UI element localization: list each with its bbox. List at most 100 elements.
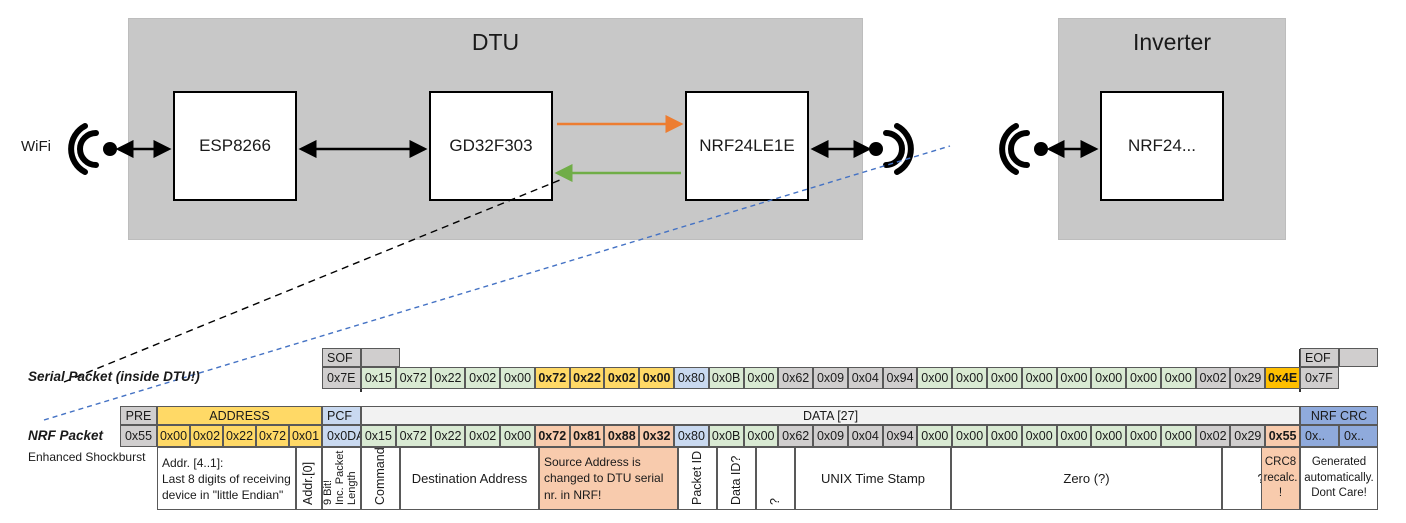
nrf-packet-label: NRF Packet — [28, 428, 104, 443]
nrf-byte-22: 0x00 — [1126, 425, 1161, 447]
serial-byte-14: 0x04 — [847, 367, 883, 389]
nrf-byte-10: 0x0B — [708, 425, 744, 447]
chip-esp8266[interactable]: ESP8266 — [173, 91, 297, 201]
serial-byte-7: 0x02 — [604, 367, 640, 389]
wifi-antenna-dot — [103, 142, 117, 156]
nrf-address-byte-1: 0x02 — [190, 425, 223, 447]
nrf-byte-25: 0x29 — [1230, 425, 1266, 447]
desc-command: Command — [361, 447, 400, 510]
nrf-byte-6: 0x81 — [569, 425, 605, 447]
serial-sof-header: SOF — [322, 348, 361, 367]
inverter-title: Inverter — [1133, 29, 1211, 55]
desc-address-note-line3: device in "little Endian" — [162, 488, 284, 503]
dtu-antenna-dot — [869, 142, 883, 156]
nrf-byte-15: 0x94 — [882, 425, 918, 447]
nrf-byte-18: 0x00 — [987, 425, 1022, 447]
desc-source-note-line3: nr. in NRF! — [544, 487, 602, 502]
desc-pcf-note-c: Length — [346, 471, 358, 505]
desc-command-label: Command — [373, 447, 387, 505]
serial-byte-1: 0x72 — [395, 367, 431, 389]
desc-crc8-a: CRC8 — [1264, 456, 1297, 469]
enhanced-shockburst-label: Enhanced Shockburst — [28, 450, 146, 464]
nrf-byte-9: 0x80 — [674, 425, 709, 447]
desc-nrf-crc-b: automatically. — [1304, 471, 1374, 484]
wifi-label: WiFi — [21, 138, 51, 155]
nrf-address-byte-0: 0x00 — [157, 425, 190, 447]
nrf-byte-8: 0x32 — [639, 425, 674, 447]
inverter-antenna-dot — [1034, 142, 1048, 156]
desc-address-note-line2: Last 8 digits of receiving — [162, 471, 291, 486]
serial-eof-header-pad — [1339, 348, 1378, 367]
desc-nrf-crc-note: Generated automatically. Dont Care! — [1300, 447, 1378, 510]
nrf-crc-header: NRF CRC — [1300, 406, 1378, 425]
chip-nrf24-label: NRF24... — [1127, 136, 1197, 155]
serial-byte-10: 0x0B — [708, 367, 744, 389]
desc-zero: Zero (?) — [951, 447, 1222, 510]
desc-unknown-1-label: ? — [768, 498, 782, 505]
nrf-byte-19: 0x00 — [1021, 425, 1057, 447]
nrf-address-byte-2: 0x22 — [223, 425, 256, 447]
desc-unix-time-stamp: UNIX Time Stamp — [795, 447, 951, 510]
serial-sof-header-pad — [361, 348, 400, 367]
desc-address-note-line1: Addr. [4..1]: — [162, 455, 224, 470]
nrf-pcf-header: PCF — [322, 406, 361, 425]
serial-byte-24: 0x02 — [1195, 367, 1231, 389]
serial-sof-value: 0x7E — [322, 367, 361, 389]
nrf-byte-14: 0x04 — [847, 425, 883, 447]
chip-nrf24le1e[interactable]: NRF24LE1E — [685, 91, 809, 201]
wifi-antenna-icon — [68, 123, 99, 175]
serial-packet-label: Serial Packet (inside DTU!) — [28, 369, 200, 384]
dtu-title: DTU — [471, 29, 520, 55]
nrf-byte-16: 0x00 — [917, 425, 953, 447]
desc-data-id-label: Data ID? — [729, 455, 743, 505]
nrf-byte-3: 0x02 — [465, 425, 501, 447]
serial-byte-26: 0x4E — [1265, 367, 1300, 389]
serial-byte-25: 0x29 — [1230, 367, 1266, 389]
desc-packet-id: Packet ID — [678, 447, 717, 510]
nrf-byte-7: 0x88 — [604, 425, 640, 447]
serial-byte-23: 0x00 — [1160, 367, 1196, 389]
serial-byte-0: 0x15 — [361, 367, 396, 389]
nrf-byte-0: 0x15 — [361, 425, 396, 447]
chip-gd32f303[interactable]: GD32F303 — [429, 91, 553, 201]
serial-byte-11: 0x00 — [743, 367, 779, 389]
chip-nrf24[interactable]: NRF24... — [1100, 91, 1224, 201]
desc-pcf-note: 9 Bit! Inc. Packet Length — [322, 447, 361, 510]
nrf-address-byte-4: 0x01 — [289, 425, 322, 447]
nrf-data-header: DATA [27] — [361, 406, 1300, 425]
serial-byte-18: 0x00 — [987, 367, 1022, 389]
serial-byte-16: 0x00 — [917, 367, 953, 389]
serial-byte-2: 0x22 — [430, 367, 466, 389]
nrf-crc-value-1: 0x.. — [1339, 425, 1378, 447]
serial-byte-15: 0x94 — [882, 367, 918, 389]
desc-source-note-line1: Source Address is — [544, 455, 641, 470]
desc-address-note: Addr. [4..1]: Last 8 digits of receiving… — [157, 447, 296, 510]
chip-nrf24le1e-label: NRF24LE1E — [699, 136, 795, 155]
chip-gd32f303-label: GD32F303 — [449, 136, 533, 155]
desc-source-note: Source Address is changed to DTU serial … — [539, 447, 678, 510]
nrf-byte-13: 0x09 — [813, 425, 848, 447]
desc-crc8: CRC8 recalc. ! — [1261, 447, 1300, 510]
desc-unknown-1: ? — [756, 447, 795, 510]
nrf-byte-5: 0x72 — [534, 425, 570, 447]
nrf-byte-4: 0x00 — [500, 425, 535, 447]
serial-eof-header: EOF — [1300, 348, 1339, 367]
desc-nrf-crc-a: Generated — [1311, 456, 1367, 469]
inverter-antenna-icon — [999, 123, 1030, 175]
serial-byte-3: 0x02 — [465, 367, 501, 389]
desc-data-id: Data ID? — [717, 447, 756, 510]
nrf-byte-20: 0x00 — [1056, 425, 1092, 447]
serial-byte-4: 0x00 — [500, 367, 535, 389]
desc-packet-id-label: Packet ID — [690, 450, 704, 505]
desc-pcf-note-a: 9 Bit! — [322, 479, 334, 505]
nrf-address-header: ADDRESS — [157, 406, 322, 425]
desc-destination-address: Destination Address — [400, 447, 539, 510]
desc-addr0: Addr.[0] — [296, 447, 322, 510]
chip-esp8266-label: ESP8266 — [199, 136, 271, 155]
nrf-byte-12: 0x62 — [778, 425, 814, 447]
serial-byte-12: 0x62 — [778, 367, 814, 389]
serial-byte-22: 0x00 — [1126, 367, 1161, 389]
nrf-byte-26: 0x55 — [1265, 425, 1300, 447]
serial-byte-21: 0x00 — [1091, 367, 1127, 389]
nrf-byte-21: 0x00 — [1091, 425, 1127, 447]
